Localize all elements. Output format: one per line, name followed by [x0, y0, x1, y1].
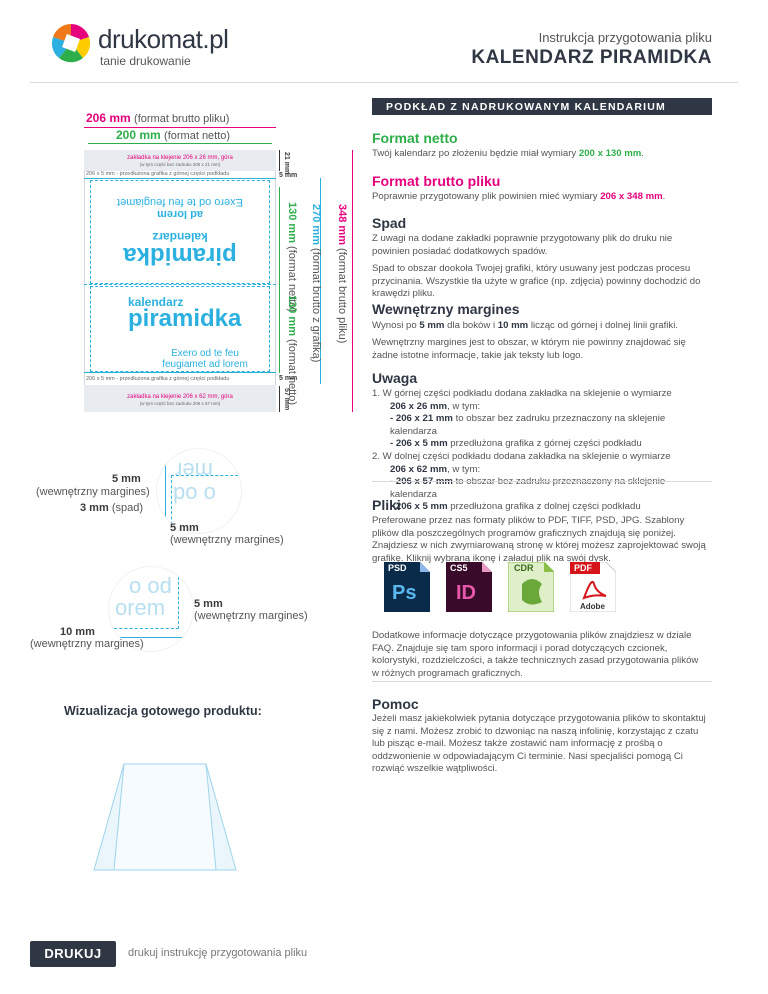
logo-icon [50, 22, 92, 64]
z2-10mm-label: 10 mm [60, 626, 95, 638]
brutto-title: Format brutto pliku [372, 173, 501, 189]
brutto-text: Poprawnie przygotowany plik powinien mie… [372, 191, 666, 202]
page-title: KALENDARZ PIRAMIDKA [471, 47, 712, 68]
header-subtitle: Instrukcja przygotowania pliku [538, 30, 712, 45]
dim-57-label: 57 mm [283, 388, 290, 411]
dim-57-line [279, 386, 280, 412]
dim-130-line [279, 187, 280, 373]
netto-width-line [88, 143, 272, 144]
spad-p1: Z uwagi na dodane zakładki poprawnie prz… [372, 233, 673, 257]
product-visualization [84, 760, 246, 874]
dim-5-bottom-label: 5 mm [279, 375, 298, 382]
top-cut-line [84, 178, 276, 179]
z1-5mm-label: 5 mm [112, 473, 141, 485]
bottom-tab-label: zakładka na klejenie 206 x 62 mm, góra [127, 394, 233, 400]
sample-text: Exero od te feu feugiamet ad lorem [162, 348, 248, 370]
pliki-p1: Preferowane przez nas formaty plików to … [372, 515, 706, 564]
uwaga-list: 1. W górnej części podkładu dodana zakła… [372, 388, 672, 513]
bottom-tab-sublabel: (w tym część bez zadruku 206 x 57 mm) [139, 401, 221, 406]
z1-3mm-label: 3 mm (spad) [80, 502, 143, 514]
netto-text: Twój kalendarz po złożeniu będzie miał w… [372, 148, 644, 159]
z1-5mm-b-label: 5 mm [170, 522, 199, 534]
top-glue-tab [84, 150, 276, 171]
pliki-title: Pliki [372, 497, 401, 513]
z2-5mm-note: (wewnętrzny margines) [194, 610, 308, 622]
upper-130-label: 130 mm (format netto) [286, 202, 298, 313]
pdf-download-icon[interactable]: PDF Adobe [569, 561, 617, 613]
spad-title: Spad [372, 215, 407, 231]
dim-21-label: 21 mm [283, 152, 290, 175]
margin-p2: Wewnętrzny margines jest to obszar, w kt… [372, 337, 686, 361]
z2-10mm-note: (wewnętrzny margines) [30, 638, 144, 650]
z1-5mm-b-note: (wewnętrzny margines) [170, 534, 284, 546]
psd-download-icon[interactable]: PSD Ps [384, 562, 430, 612]
z1-5mm-note: (wewnętrzny margines) [36, 486, 150, 498]
fold-line [84, 284, 276, 285]
zoom-detail-1: mer po o [156, 448, 242, 534]
margin-title: Wewnętrzny margines [372, 301, 520, 317]
lower-panel-margin [90, 286, 270, 372]
dim-270-line [320, 178, 321, 384]
upper-panel-title: piramidka kalendarz [123, 230, 237, 269]
cs5-download-icon[interactable]: CS5 ID [446, 562, 492, 612]
dim-348-label: 348 mm (format brutto pliku) [336, 204, 348, 344]
viz-label: Wizualizacja gotowego produktu: [64, 704, 262, 718]
dim-21-line [279, 150, 280, 171]
bottom-glue-tab [84, 385, 276, 412]
divider-pliki [372, 481, 712, 482]
pliki-p2: Dodatkowe informacje dotyczące przygotow… [372, 630, 699, 679]
brutto-width-label: 206 mm (format brutto pliku) [86, 111, 230, 125]
upper-panel-content: ad lorem Exero od te feu feugiamet [117, 196, 243, 220]
bottom-cut-line [84, 372, 276, 373]
uwaga-title: Uwaga [372, 370, 418, 386]
brutto-width-line [84, 127, 276, 128]
z2-5mm-label: 5 mm [194, 598, 223, 610]
top-tab-label: zakładka na klejenie 206 x 26 mm, góra [127, 155, 233, 161]
logo-tagline: tanie drukowanie [100, 54, 191, 68]
zoom-detail-2: o od orem [108, 566, 194, 652]
print-button[interactable]: DRUKUJ [30, 941, 116, 967]
upper-panel-margin [90, 180, 270, 284]
lower-130-label: 130 mm (format netto) [286, 295, 298, 406]
dim-5-top-label: 5 mm [279, 172, 298, 179]
netto-title: Format netto [372, 130, 458, 146]
section-bar: PODKŁAD Z NADRUKOWANYM KALENDARIUM [372, 98, 712, 115]
bottom-extension-label: 206 x 5 mm - przedłużona grafika z górne… [86, 376, 230, 382]
top-extension-label: 206 x 5 mm - przedłużona grafika z górne… [86, 171, 230, 177]
dim-348-line [352, 150, 353, 412]
top-tab-sublabel: (w tym część bez zadruku 206 x 21 mm) [139, 162, 221, 167]
spad-p2: Spad to obszar dookoła Twojej grafiki, k… [372, 263, 701, 300]
pomoc-text: Jeżeli masz jakiekolwiek pytania dotyczą… [372, 713, 706, 775]
divider-pomoc [372, 681, 712, 682]
pomoc-title: Pomoc [372, 696, 419, 712]
margin-p1: Wynosi po 5 mm dla boków i 10 mm licząc … [372, 320, 679, 331]
netto-width-label: 200 mm (format netto) [116, 128, 231, 142]
logo-name: drukomat.pl [98, 24, 229, 54]
header-divider [30, 82, 738, 83]
sample-piramidka: piramidka [128, 305, 242, 332]
dim-270-label: 270 mm (format brutto z grafiką) [310, 204, 322, 363]
cdr-download-icon[interactable]: CDR [507, 561, 555, 613]
print-link[interactable]: drukuj instrukcję przygotowania pliku [128, 947, 308, 959]
sample-kalendarz: kalendarz [128, 295, 184, 309]
